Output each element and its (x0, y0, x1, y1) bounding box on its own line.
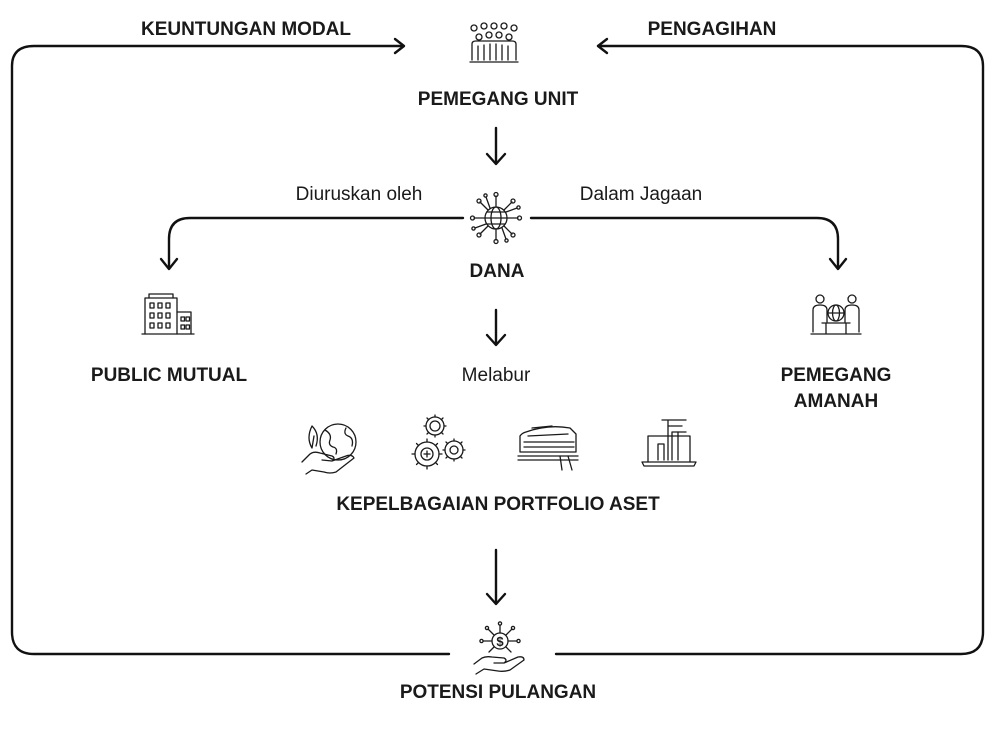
invest-label: Melabur (462, 365, 531, 386)
trustee-label-line2: AMANAH (794, 391, 878, 412)
svg-text:$: $ (496, 634, 504, 649)
portfolio-label: KEPELBAGAIAN PORTFOLIO ASET (336, 494, 660, 515)
arrow-unitholders-to-fund (485, 126, 507, 166)
laptop-chart-icon (641, 419, 697, 467)
hand-money-icon: $ (473, 621, 525, 675)
people-group-icon (469, 22, 519, 63)
fund-label: DANA (470, 261, 525, 282)
gears-icon (411, 414, 466, 470)
outer-loop-connector (10, 37, 985, 656)
returns-label: POTENSI PULANGAN (400, 682, 596, 703)
train-icon (517, 425, 579, 471)
hand-globe-icon (301, 423, 357, 475)
arrow-portfolio-to-returns (485, 548, 507, 606)
meeting-icon (810, 294, 862, 335)
distribution-label: PENGAGIHAN (648, 19, 777, 40)
custody-label: Dalam Jagaan (580, 184, 703, 205)
branch-connector (159, 216, 848, 271)
manager-label: PUBLIC MUTUAL (91, 365, 248, 386)
managed-by-label: Diuruskan oleh (296, 184, 423, 205)
capital-gain-label: KEUNTUNGAN MODAL (141, 19, 351, 40)
arrow-fund-to-invest (485, 308, 507, 347)
globe-network-icon (469, 191, 523, 245)
office-building-icon (141, 293, 195, 335)
unit-holders-label: PEMEGANG UNIT (418, 89, 579, 110)
trustee-label-line1: PEMEGANG (781, 365, 892, 386)
